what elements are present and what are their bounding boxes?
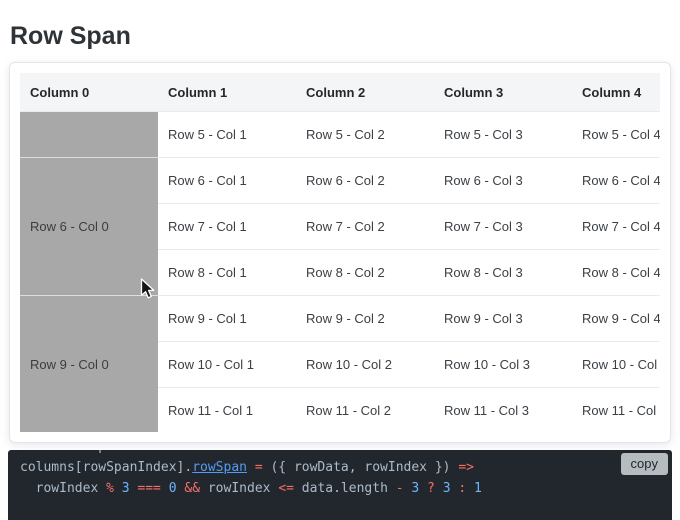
column-header-4: Column 4 bbox=[572, 73, 660, 112]
table-cell: Row 8 - Col 3 bbox=[434, 249, 572, 296]
code-token: data.length bbox=[301, 481, 396, 496]
table-cell: Row 9 - Col 3 bbox=[434, 295, 572, 342]
table-scroll-area[interactable]: Column 0 Column 1 Column 2 Column 3 Colu… bbox=[20, 73, 660, 432]
code-token: ? bbox=[419, 481, 443, 496]
table-cell: Row 7 - Col 3 bbox=[434, 203, 572, 250]
code-line-clipped: const rowSpanIndex = 0 bbox=[20, 450, 660, 457]
code-block: const rowSpanIndex = 0columns[rowSpanInd… bbox=[8, 450, 672, 520]
code-line-1: columns[rowSpanIndex].rowSpan = ({ rowDa… bbox=[20, 457, 660, 478]
table-cell: Row 6 - Col 3 bbox=[434, 157, 572, 204]
code-token: 1 bbox=[474, 481, 482, 496]
code-token: <= bbox=[278, 481, 302, 496]
table-cell: Row 9 - Col 1 bbox=[158, 295, 296, 342]
table-row-8: Row 8 - Col 1 Row 8 - Col 2 Row 8 - Col … bbox=[20, 249, 660, 296]
page-title: Row Span bbox=[10, 21, 131, 50]
code-token: === bbox=[129, 481, 169, 496]
code-token: - bbox=[395, 481, 412, 496]
column-header-1: Column 1 bbox=[158, 73, 296, 112]
table-cell: Row 5 - Col 3 bbox=[434, 111, 572, 158]
table-row-9: Row 9 - Col 0 Row 9 - Col 1 Row 9 - Col … bbox=[20, 295, 660, 432]
table-cell: Row 11 - Col 2 bbox=[296, 387, 434, 432]
code-token-rowspan: rowSpan bbox=[192, 460, 247, 475]
code-line-2: rowIndex % 3 === 0 && rowIndex <= data.l… bbox=[20, 478, 660, 499]
rowspan-cell-row9: Row 9 - Col 0 bbox=[20, 295, 158, 432]
rowspan-cell-empty bbox=[20, 111, 158, 158]
code-token: = bbox=[254, 460, 271, 475]
table-cell: Row 5 - Col 4 bbox=[572, 111, 660, 158]
header-row: Column 0 Column 1 Column 2 Column 3 Colu… bbox=[20, 73, 660, 112]
page: { "page": { "title": "Row Span" }, "tabl… bbox=[8, 21, 672, 520]
table-row-11: Row 11 - Col 1 Row 11 - Col 2 Row 11 - C… bbox=[20, 387, 660, 432]
code-token: 0 bbox=[184, 450, 192, 454]
table-cell: Row 7 - Col 2 bbox=[296, 203, 434, 250]
code-token: && bbox=[176, 481, 208, 496]
table-cell: Row 8 - Col 1 bbox=[158, 249, 296, 296]
code-token: rowIndex bbox=[20, 481, 107, 496]
rowspan-cell-row6: Row 6 - Col 0 bbox=[20, 157, 158, 296]
code-token: => bbox=[458, 460, 474, 475]
table-cell: Row 10 - Col 4 bbox=[572, 341, 660, 388]
table-cell: Row 6 - Col 4 bbox=[572, 157, 660, 204]
table-cell: Row 7 - Col 4 bbox=[572, 203, 660, 250]
code-token: 3 bbox=[442, 481, 451, 496]
table-cell: Row 9 - Col 4 bbox=[572, 295, 660, 342]
table-cell: Row 6 - Col 2 bbox=[296, 157, 434, 204]
code-token: = bbox=[169, 450, 185, 454]
table-body: Row 5 - Col 1 Row 5 - Col 2 Row 5 - Col … bbox=[20, 111, 660, 432]
table-cell: Row 5 - Col 1 bbox=[158, 111, 296, 158]
code-token: rowIndex bbox=[207, 481, 279, 496]
table-card: Column 0 Column 1 Column 2 Column 3 Colu… bbox=[9, 62, 671, 443]
code-token: columns[rowSpanIndex]. bbox=[20, 460, 193, 475]
table-row-7: Row 7 - Col 1 Row 7 - Col 2 Row 7 - Col … bbox=[20, 203, 660, 250]
table-row-5: Row 5 - Col 1 Row 5 - Col 2 Row 5 - Col … bbox=[20, 111, 660, 158]
table-cell: Row 5 - Col 2 bbox=[296, 111, 434, 158]
code-content: const rowSpanIndex = 0columns[rowSpanInd… bbox=[8, 450, 672, 499]
table-cell: Row 11 - Col 1 bbox=[158, 387, 296, 432]
column-header-0: Column 0 bbox=[20, 73, 158, 112]
table-cell: Row 8 - Col 4 bbox=[572, 249, 660, 296]
rowspan-demo-table: Column 0 Column 1 Column 2 Column 3 Colu… bbox=[20, 73, 660, 432]
table-row-6: Row 6 - Col 0 Row 6 - Col 1 Row 6 - Col … bbox=[20, 157, 660, 296]
table-cell: Row 6 - Col 1 bbox=[158, 157, 296, 204]
table-cell: Row 8 - Col 2 bbox=[296, 249, 434, 296]
table-cell: Row 10 - Col 2 bbox=[296, 341, 434, 388]
code-token: 3 bbox=[411, 481, 420, 496]
code-token: 3 bbox=[121, 481, 130, 496]
column-header-3: Column 3 bbox=[434, 73, 572, 112]
code-token bbox=[247, 460, 255, 475]
table-row-10: Row 10 - Col 1 Row 10 - Col 2 Row 10 - C… bbox=[20, 341, 660, 388]
code-token: : bbox=[450, 481, 474, 496]
code-token: rowSpanIndex bbox=[59, 450, 169, 454]
table-cell: Row 7 - Col 1 bbox=[158, 203, 296, 250]
column-header-2: Column 2 bbox=[296, 73, 434, 112]
table-header: Column 0 Column 1 Column 2 Column 3 Colu… bbox=[20, 73, 660, 112]
code-token: const bbox=[20, 450, 59, 454]
table-cell: Row 11 - Col 4 bbox=[572, 387, 660, 432]
code-token: ({ rowData, rowIndex }) bbox=[270, 460, 459, 475]
table-cell: Row 10 - Col 3 bbox=[434, 341, 572, 388]
copy-button[interactable]: copy bbox=[620, 453, 668, 475]
code-token: % bbox=[106, 481, 122, 496]
code-token: 0 bbox=[168, 481, 177, 496]
table-cell: Row 10 - Col 1 bbox=[158, 341, 296, 388]
table-cell: Row 9 - Col 2 bbox=[296, 295, 434, 342]
table-cell: Row 11 - Col 3 bbox=[434, 387, 572, 432]
